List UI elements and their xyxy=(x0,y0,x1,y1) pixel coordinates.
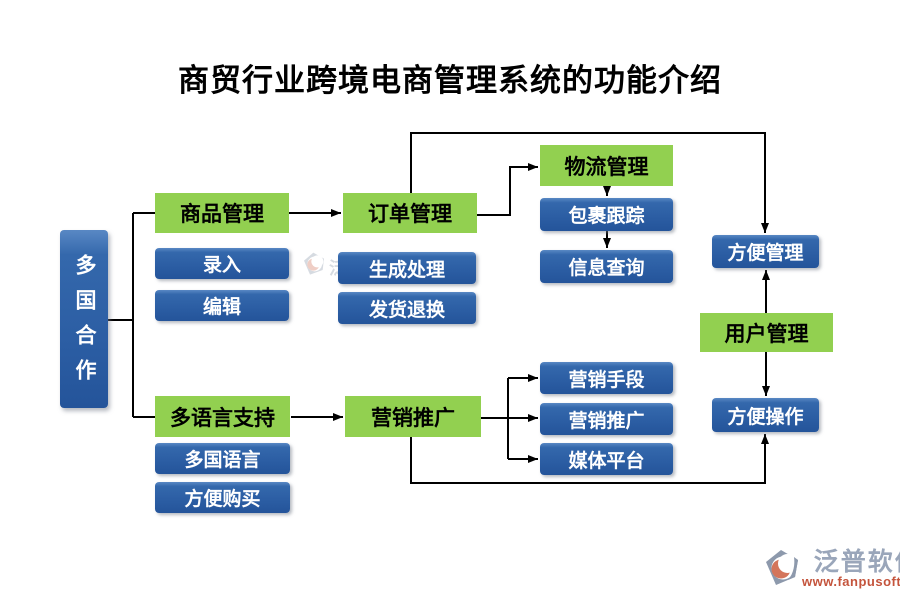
node-multilanguage-support: 多语言支持 xyxy=(155,396,290,437)
page-title: 商贸行业跨境电商管理系统的功能介绍 xyxy=(178,63,722,98)
node-generate-process: 生成处理 xyxy=(338,252,476,284)
node-shipping-return: 发货退换 xyxy=(338,292,476,324)
wire-marketing-to-easy-operation xyxy=(410,434,769,484)
node-package-tracking: 包裹跟踪 xyxy=(540,198,673,231)
node-marketing-promotion-sub: 营销推广 xyxy=(540,403,673,435)
node-easy-operation: 方便操作 xyxy=(712,398,819,432)
node-marketing-means: 营销手段 xyxy=(540,362,673,394)
logo-website-url: www.fanpusoft.com xyxy=(802,574,900,589)
node-info-query: 信息查询 xyxy=(540,250,673,283)
node-product-management: 商品管理 xyxy=(155,193,289,233)
node-logistics-management: 物流管理 xyxy=(540,145,673,186)
node-easy-management: 方便管理 xyxy=(712,235,819,268)
node-user-management: 用户管理 xyxy=(700,313,833,352)
node-media-platform: 媒体平台 xyxy=(540,443,673,475)
node-root-multicountry-cooperation: 多国合作 xyxy=(60,230,108,408)
logo-company-name: 泛普软件 xyxy=(813,548,900,576)
fanpu-logo-icon xyxy=(764,549,800,592)
logo-text-wrap: 泛普软件 www.fanpusoft.com xyxy=(802,549,900,589)
fanpu-logo-icon xyxy=(302,252,326,281)
node-edit: 编辑 xyxy=(155,290,289,321)
fanpu-footer-logo: 泛普软件 www.fanpusoft.com xyxy=(764,549,900,592)
node-easy-buy: 方便购买 xyxy=(155,482,290,513)
node-entry: 录入 xyxy=(155,248,289,279)
wire-order-to-logistics xyxy=(477,163,538,216)
node-marketing-promotion-main: 营销推广 xyxy=(345,396,481,437)
node-order-management: 订单管理 xyxy=(343,193,477,233)
wire-order-to-easy-mgmt xyxy=(410,132,769,233)
node-multi-language: 多国语言 xyxy=(155,443,290,474)
